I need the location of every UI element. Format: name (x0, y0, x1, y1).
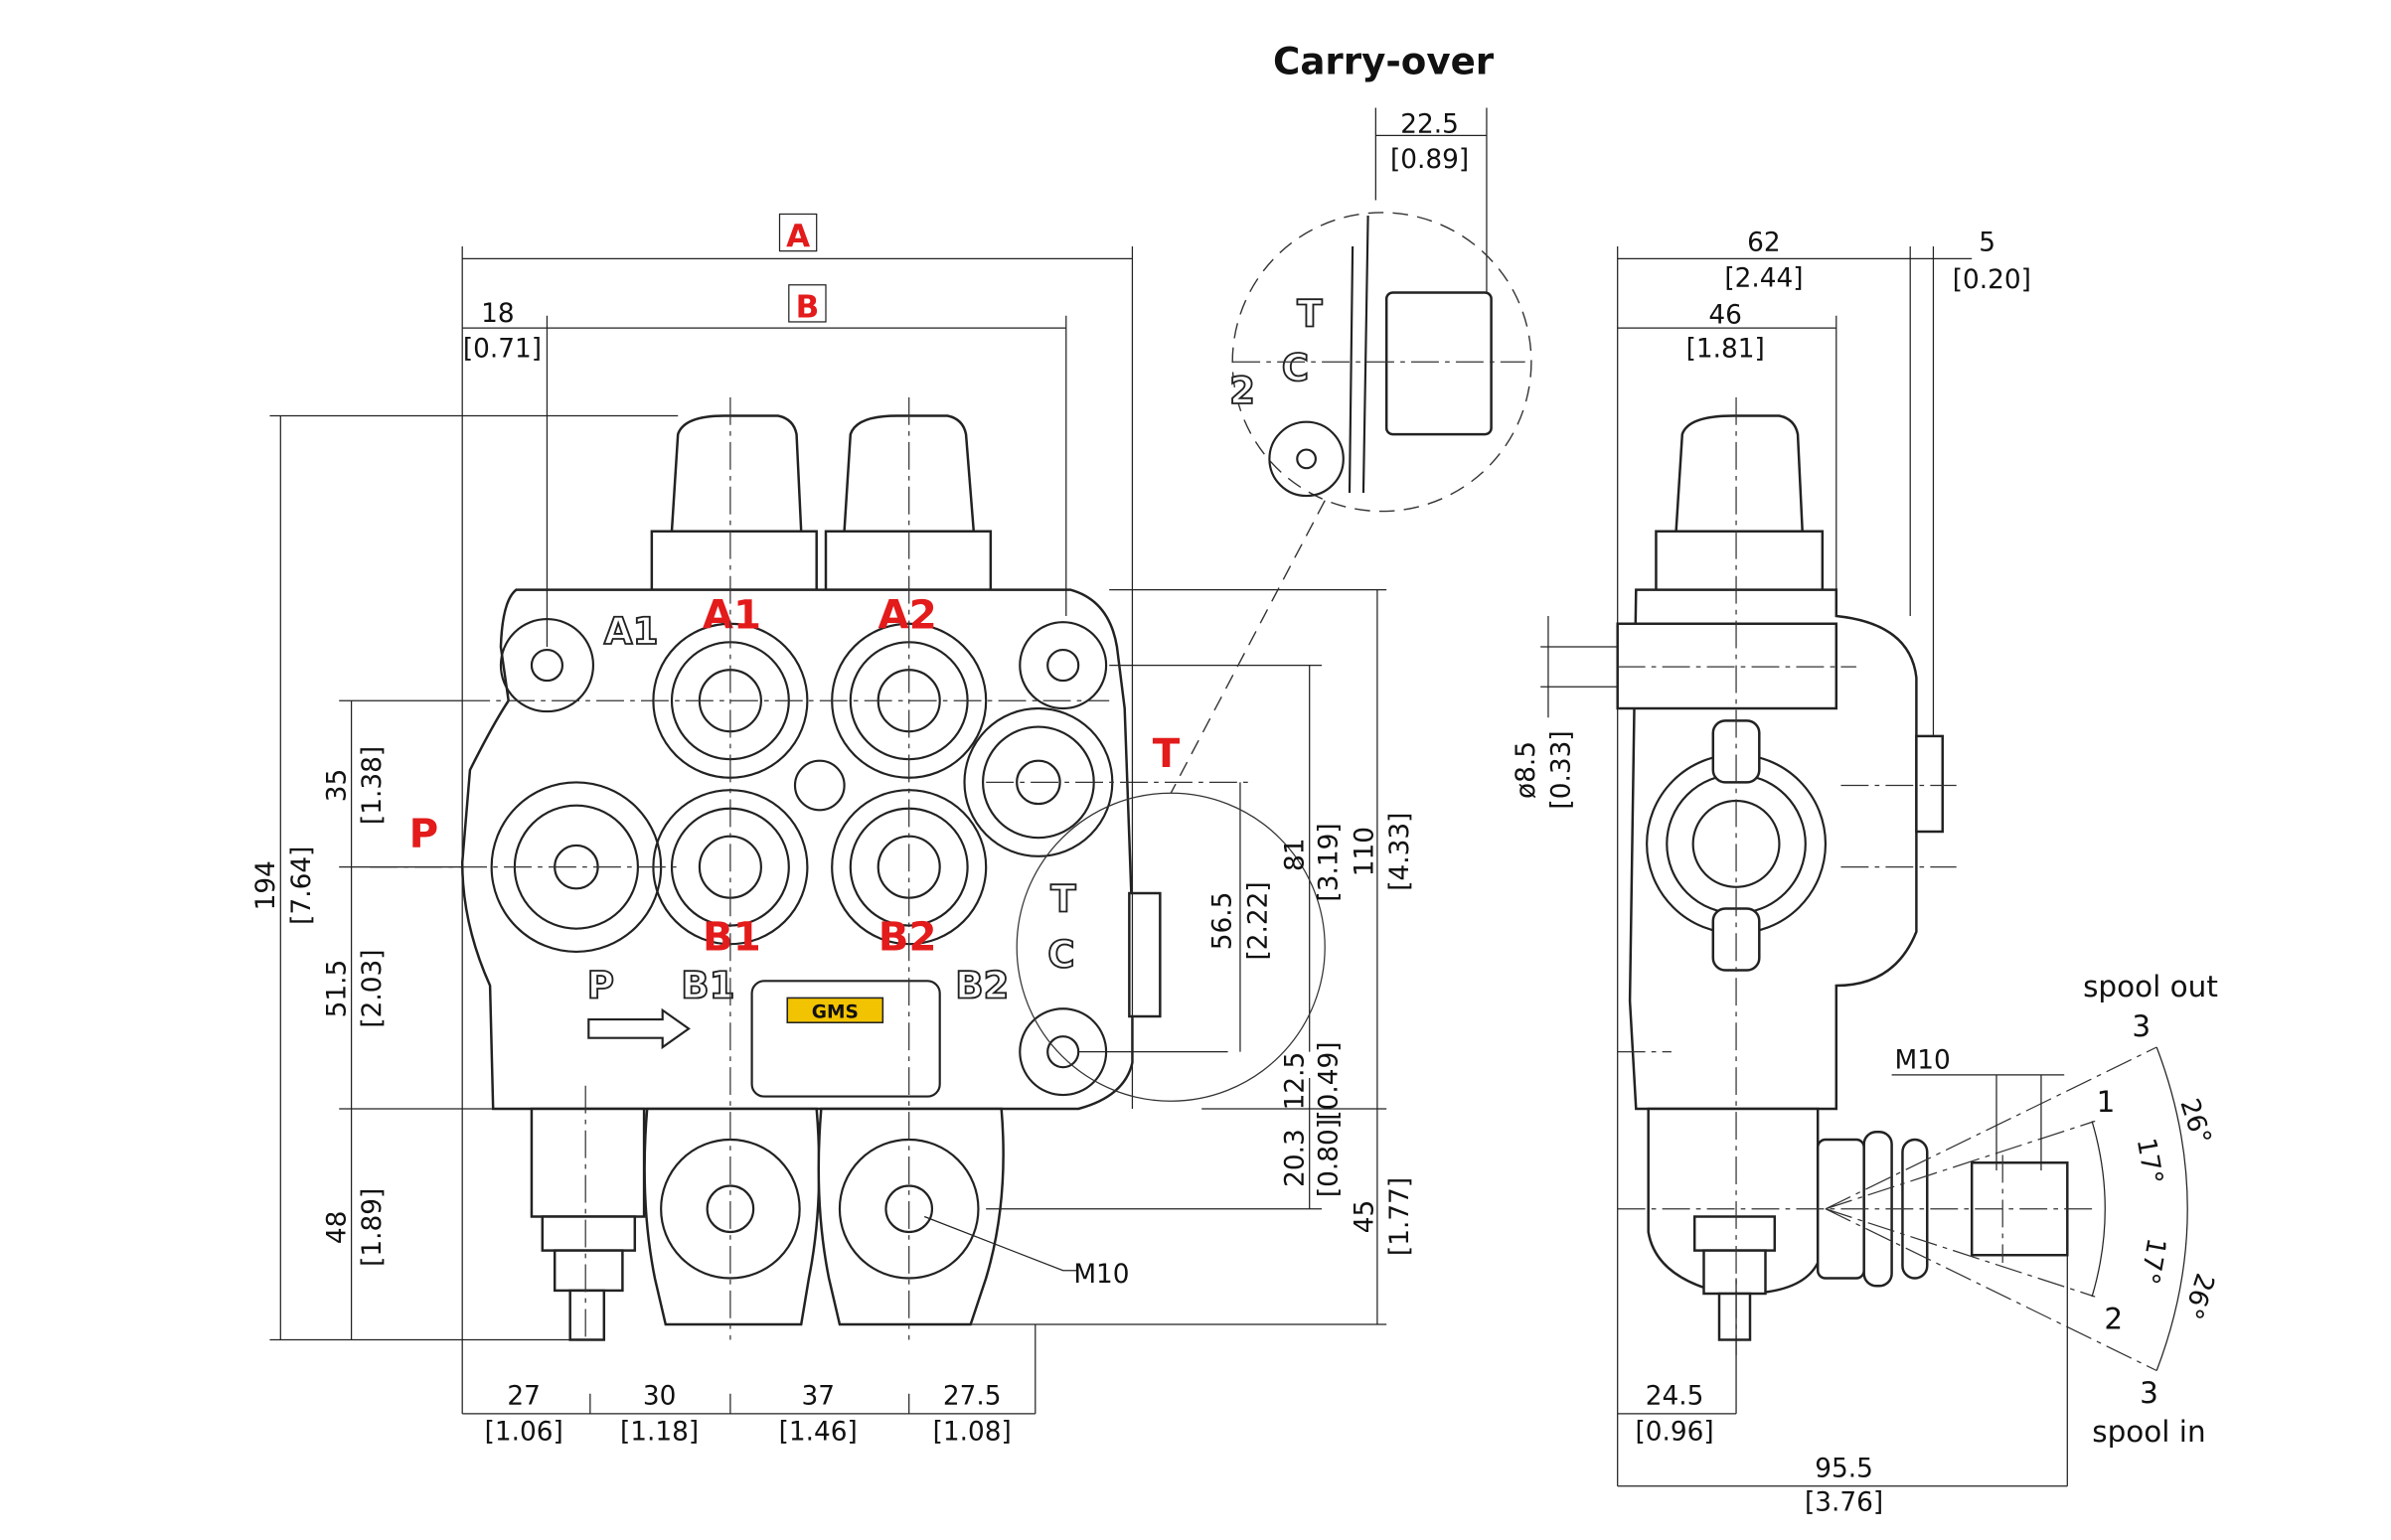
svg-text:[0.20]: [0.20] (1953, 265, 2031, 295)
svg-text:51.5: 51.5 (322, 960, 352, 1018)
svg-text:46: 46 (1708, 301, 1742, 331)
front-view: GMS A1 P B1 B2 T C A1 A2 B1 B2 P T A B M… (251, 107, 1532, 1447)
svg-text:[3.76]: [3.76] (1805, 1488, 1883, 1518)
svg-text:T: T (1050, 877, 1076, 921)
svg-text:18: 18 (481, 299, 515, 329)
svg-text:[2.03]: [2.03] (358, 950, 388, 1028)
svg-text:C: C (1282, 346, 1309, 389)
svg-text:2: 2 (1229, 369, 1255, 412)
svg-text:[1.38]: [1.38] (358, 746, 388, 825)
svg-text:81: 81 (1281, 838, 1311, 871)
svg-text:[3.19]: [3.19] (1315, 823, 1345, 901)
svg-text:[7.64]: [7.64] (287, 847, 317, 925)
svg-text:C: C (1047, 932, 1074, 976)
svg-text:35: 35 (322, 769, 352, 803)
svg-text:30: 30 (643, 1382, 677, 1412)
svg-text:M10: M10 (1073, 1260, 1129, 1290)
svg-text:[0.89]: [0.89] (1390, 145, 1469, 175)
svg-text:[0.96]: [0.96] (1635, 1417, 1713, 1447)
side-view: 62 [2.44] 5 [0.20] 46 [1.81] ø8.5 [0.33]… (1512, 229, 2219, 1518)
spool-out-label: spool out (2083, 970, 2218, 1003)
svg-text:24.5: 24.5 (1646, 1382, 1704, 1412)
svg-text:[0.71]: [0.71] (463, 335, 542, 365)
svg-text:[1.18]: [1.18] (620, 1417, 699, 1447)
svg-text:3: 3 (2132, 1009, 2151, 1043)
svg-text:[1.08]: [1.08] (933, 1417, 1012, 1447)
port-label-p: P (409, 811, 439, 857)
svg-text:45: 45 (1350, 1200, 1379, 1234)
gms-logo (786, 997, 884, 1023)
svg-text:20.3: 20.3 (1281, 1129, 1311, 1187)
svg-text:12.5: 12.5 (1281, 1052, 1311, 1111)
svg-text:[0.80]: [0.80] (1315, 1119, 1345, 1197)
port-label-t: T (1153, 730, 1181, 777)
port-label-b2: B2 (878, 913, 937, 960)
svg-text:1: 1 (2097, 1085, 2116, 1119)
svg-text:T: T (1297, 292, 1323, 336)
svg-text:56.5: 56.5 (1208, 892, 1238, 951)
svg-text:B2: B2 (955, 963, 1009, 1006)
port-label-b1: B1 (703, 913, 761, 960)
svg-text:M10: M10 (1894, 1046, 1950, 1076)
svg-text:5: 5 (1979, 229, 1995, 258)
svg-text:3: 3 (2140, 1376, 2158, 1410)
svg-text:194: 194 (251, 860, 281, 910)
port-label-a1: A1 (703, 591, 761, 638)
svg-text:P: P (587, 963, 614, 1006)
svg-text:26°: 26° (2176, 1270, 2219, 1323)
spool-cap-2 (843, 414, 976, 533)
svg-text:[1.46]: [1.46] (779, 1417, 858, 1447)
svg-text:[2.44]: [2.44] (1724, 263, 1803, 293)
svg-text:26°: 26° (2173, 1095, 2216, 1149)
dim-label-a: A (786, 219, 810, 254)
svg-text:22.5: 22.5 (1400, 109, 1459, 139)
svg-text:62: 62 (1747, 229, 1781, 258)
svg-text:17°: 17° (2131, 1136, 2168, 1186)
logo-plate (750, 980, 941, 1098)
spool-in-label: spool in (2092, 1415, 2205, 1449)
svg-text:[2.22]: [2.22] (1243, 881, 1273, 960)
svg-text:[0.49]: [0.49] (1315, 1042, 1345, 1121)
svg-text:A1: A1 (604, 609, 659, 653)
svg-text:27: 27 (507, 1382, 541, 1412)
svg-text:2: 2 (2104, 1303, 2123, 1336)
svg-text:[0.33]: [0.33] (1547, 730, 1577, 809)
svg-text:48: 48 (322, 1211, 352, 1245)
carry-over-detail: T C 2 (1228, 215, 1525, 498)
svg-text:[1.89]: [1.89] (358, 1188, 388, 1267)
svg-text:GMS: GMS (812, 1002, 859, 1023)
flow-arrow-icon (587, 1007, 691, 1050)
svg-text:[1.06]: [1.06] (485, 1417, 563, 1447)
svg-text:95.5: 95.5 (1815, 1454, 1873, 1483)
dim-label-b: B (796, 289, 820, 325)
port-label-a2: A2 (878, 591, 937, 638)
spool-cap-1 (670, 414, 803, 533)
svg-text:27.5: 27.5 (943, 1382, 1002, 1412)
svg-text:[1.77]: [1.77] (1385, 1177, 1415, 1256)
svg-text:[4.33]: [4.33] (1385, 813, 1415, 891)
svg-text:[1.81]: [1.81] (1686, 335, 1765, 365)
svg-text:B1: B1 (681, 963, 734, 1006)
svg-text:37: 37 (801, 1382, 835, 1412)
title: Carry-over (1273, 39, 1495, 82)
svg-text:110: 110 (1350, 827, 1379, 876)
svg-text:ø8.5: ø8.5 (1512, 741, 1541, 799)
svg-text:17°: 17° (2134, 1236, 2171, 1287)
